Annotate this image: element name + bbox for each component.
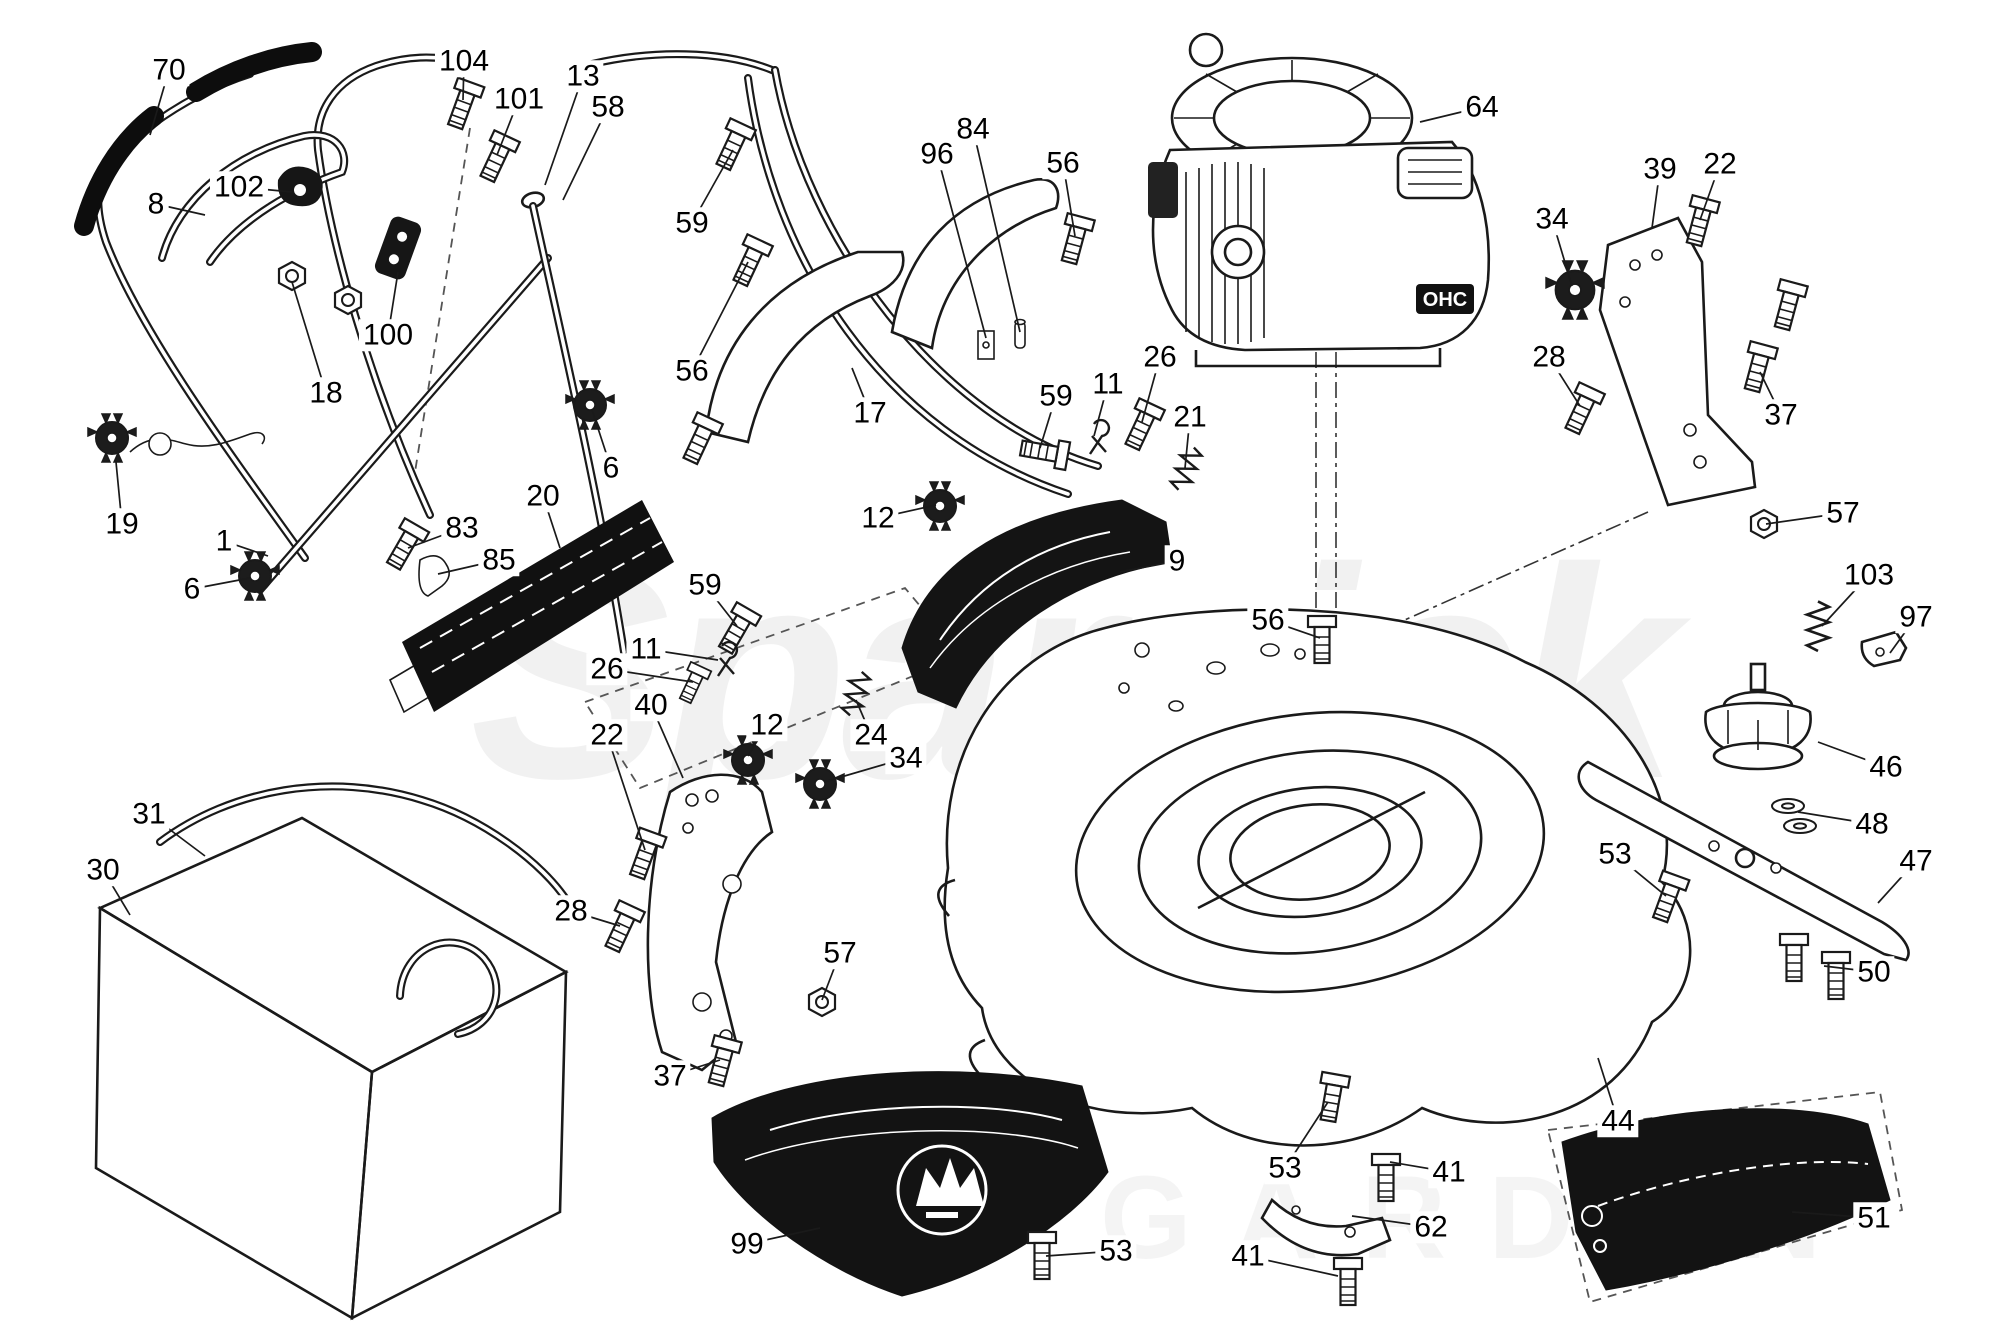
leader-line-56 (691, 261, 749, 372)
rear-door-panel-art (388, 500, 674, 714)
leader-line-41 (1247, 1255, 1339, 1277)
leader-line-59 (1039, 395, 1057, 449)
leader-line-11 (645, 648, 719, 661)
leader-line-24 (855, 699, 872, 736)
support-bracket-art (1260, 1197, 1392, 1257)
leader-line-104 (462, 60, 465, 101)
leader-line-20 (542, 495, 561, 549)
leader-line-59 (691, 149, 734, 224)
blade-adapter-art (1704, 630, 1908, 771)
upper-handle-art (74, 42, 552, 594)
leader-line-30 (102, 869, 131, 916)
skid-support-art (1561, 1108, 1891, 1291)
leader-line-59 (704, 584, 738, 627)
leader-line-13 (544, 75, 584, 186)
leader-line-58 (562, 106, 609, 201)
deflector-art (711, 1071, 1109, 1297)
crown-h-icon (896, 1144, 988, 1236)
leader-line-41 (1389, 1161, 1450, 1173)
blade-art (1577, 760, 1910, 962)
leader-line-26 (606, 668, 694, 683)
leader-line-64 (1419, 106, 1483, 123)
leader-line-46 (1817, 741, 1887, 768)
leader-line-40 (650, 704, 684, 779)
center-bracket-art (646, 773, 774, 1072)
leader-line-34 (823, 757, 907, 783)
engine-art: OHC (1148, 32, 1491, 368)
guard-art (901, 499, 1173, 709)
leader-line-22 (606, 734, 646, 851)
leader-line-28 (570, 910, 621, 927)
right-bracket-art (1598, 216, 1757, 507)
leader-line-96 (936, 153, 987, 339)
deck-art (937, 608, 1692, 1147)
leader-line-70 (149, 69, 170, 136)
handle-clamp-art (277, 166, 450, 597)
leader-line-37 (1759, 371, 1782, 416)
leader-line-18 (291, 281, 327, 394)
leader-line-17 (851, 367, 871, 414)
leader-line-103 (1821, 574, 1870, 627)
engine-badge-label: OHC (1423, 289, 1467, 311)
leader-line-11 (1093, 383, 1109, 437)
grass-bag-art (94, 782, 572, 1321)
leader-line-39 (1651, 168, 1661, 229)
leader-line-53 (1045, 1250, 1117, 1257)
leader-line-84 (972, 128, 1021, 333)
baffle-art (704, 178, 1060, 444)
leader-line-28 (1548, 356, 1581, 407)
leader-line-19 (115, 461, 123, 525)
leader-line-6 (591, 409, 612, 469)
leader-line-100 (387, 271, 399, 336)
leader-line-47 (1877, 860, 1917, 904)
